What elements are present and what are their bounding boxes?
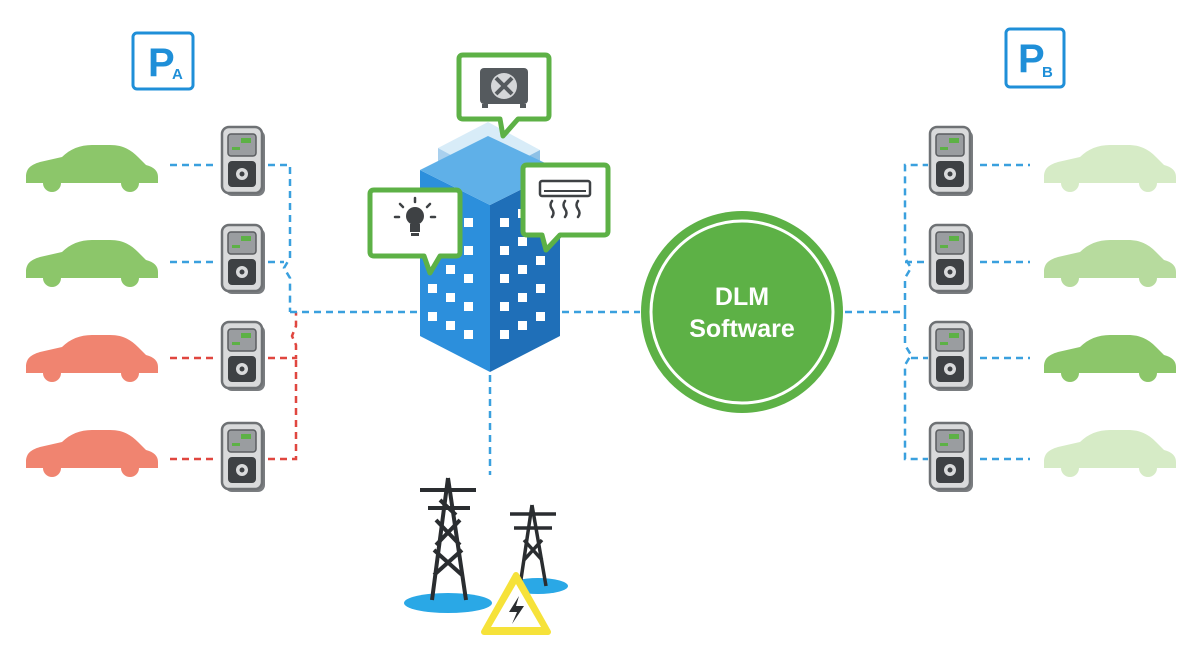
ev-charger-icon (928, 223, 975, 296)
left-charger-bracket (268, 163, 418, 461)
right-charger-bracket (845, 163, 928, 461)
car-icon (26, 145, 158, 192)
car-icon (26, 335, 158, 382)
center-links (488, 310, 640, 475)
car-icon (1044, 240, 1176, 287)
dlm-title-line-1: DLM (715, 283, 769, 311)
ev-charger-icon (220, 421, 267, 494)
air-conditioner-icon (520, 162, 611, 253)
car-icon (26, 430, 158, 477)
light-bulb-icon (367, 187, 463, 276)
ev-charger-icon (928, 125, 975, 198)
dlm-software-node: DLM Software (641, 211, 843, 413)
car-icon (1044, 145, 1176, 192)
parking-a-letter: P (148, 41, 175, 85)
parking-sign-b: P B (1004, 27, 1066, 89)
parking-a-subscript: A (172, 66, 183, 83)
ev-charger-icon (928, 320, 975, 393)
dlm-title-line-2: Software (689, 315, 795, 343)
ev-charger-icon (928, 421, 975, 494)
ev-charger-icon (220, 125, 267, 198)
car-icon (1044, 430, 1176, 477)
power-grid-tower-icon (404, 477, 568, 613)
parking-b-subscript: B (1042, 64, 1053, 81)
parking-sign-a: P A (131, 31, 195, 91)
parking-b-letter: P (1018, 37, 1045, 81)
high-voltage-warning-icon (481, 572, 551, 635)
left-car-links (170, 163, 218, 461)
car-icon (26, 240, 158, 287)
ev-charger-icon (220, 320, 267, 393)
right-car-links (980, 163, 1030, 461)
ev-charger-icon (220, 223, 267, 296)
ventilation-fan-icon (456, 52, 552, 139)
car-icon (1044, 335, 1176, 382)
